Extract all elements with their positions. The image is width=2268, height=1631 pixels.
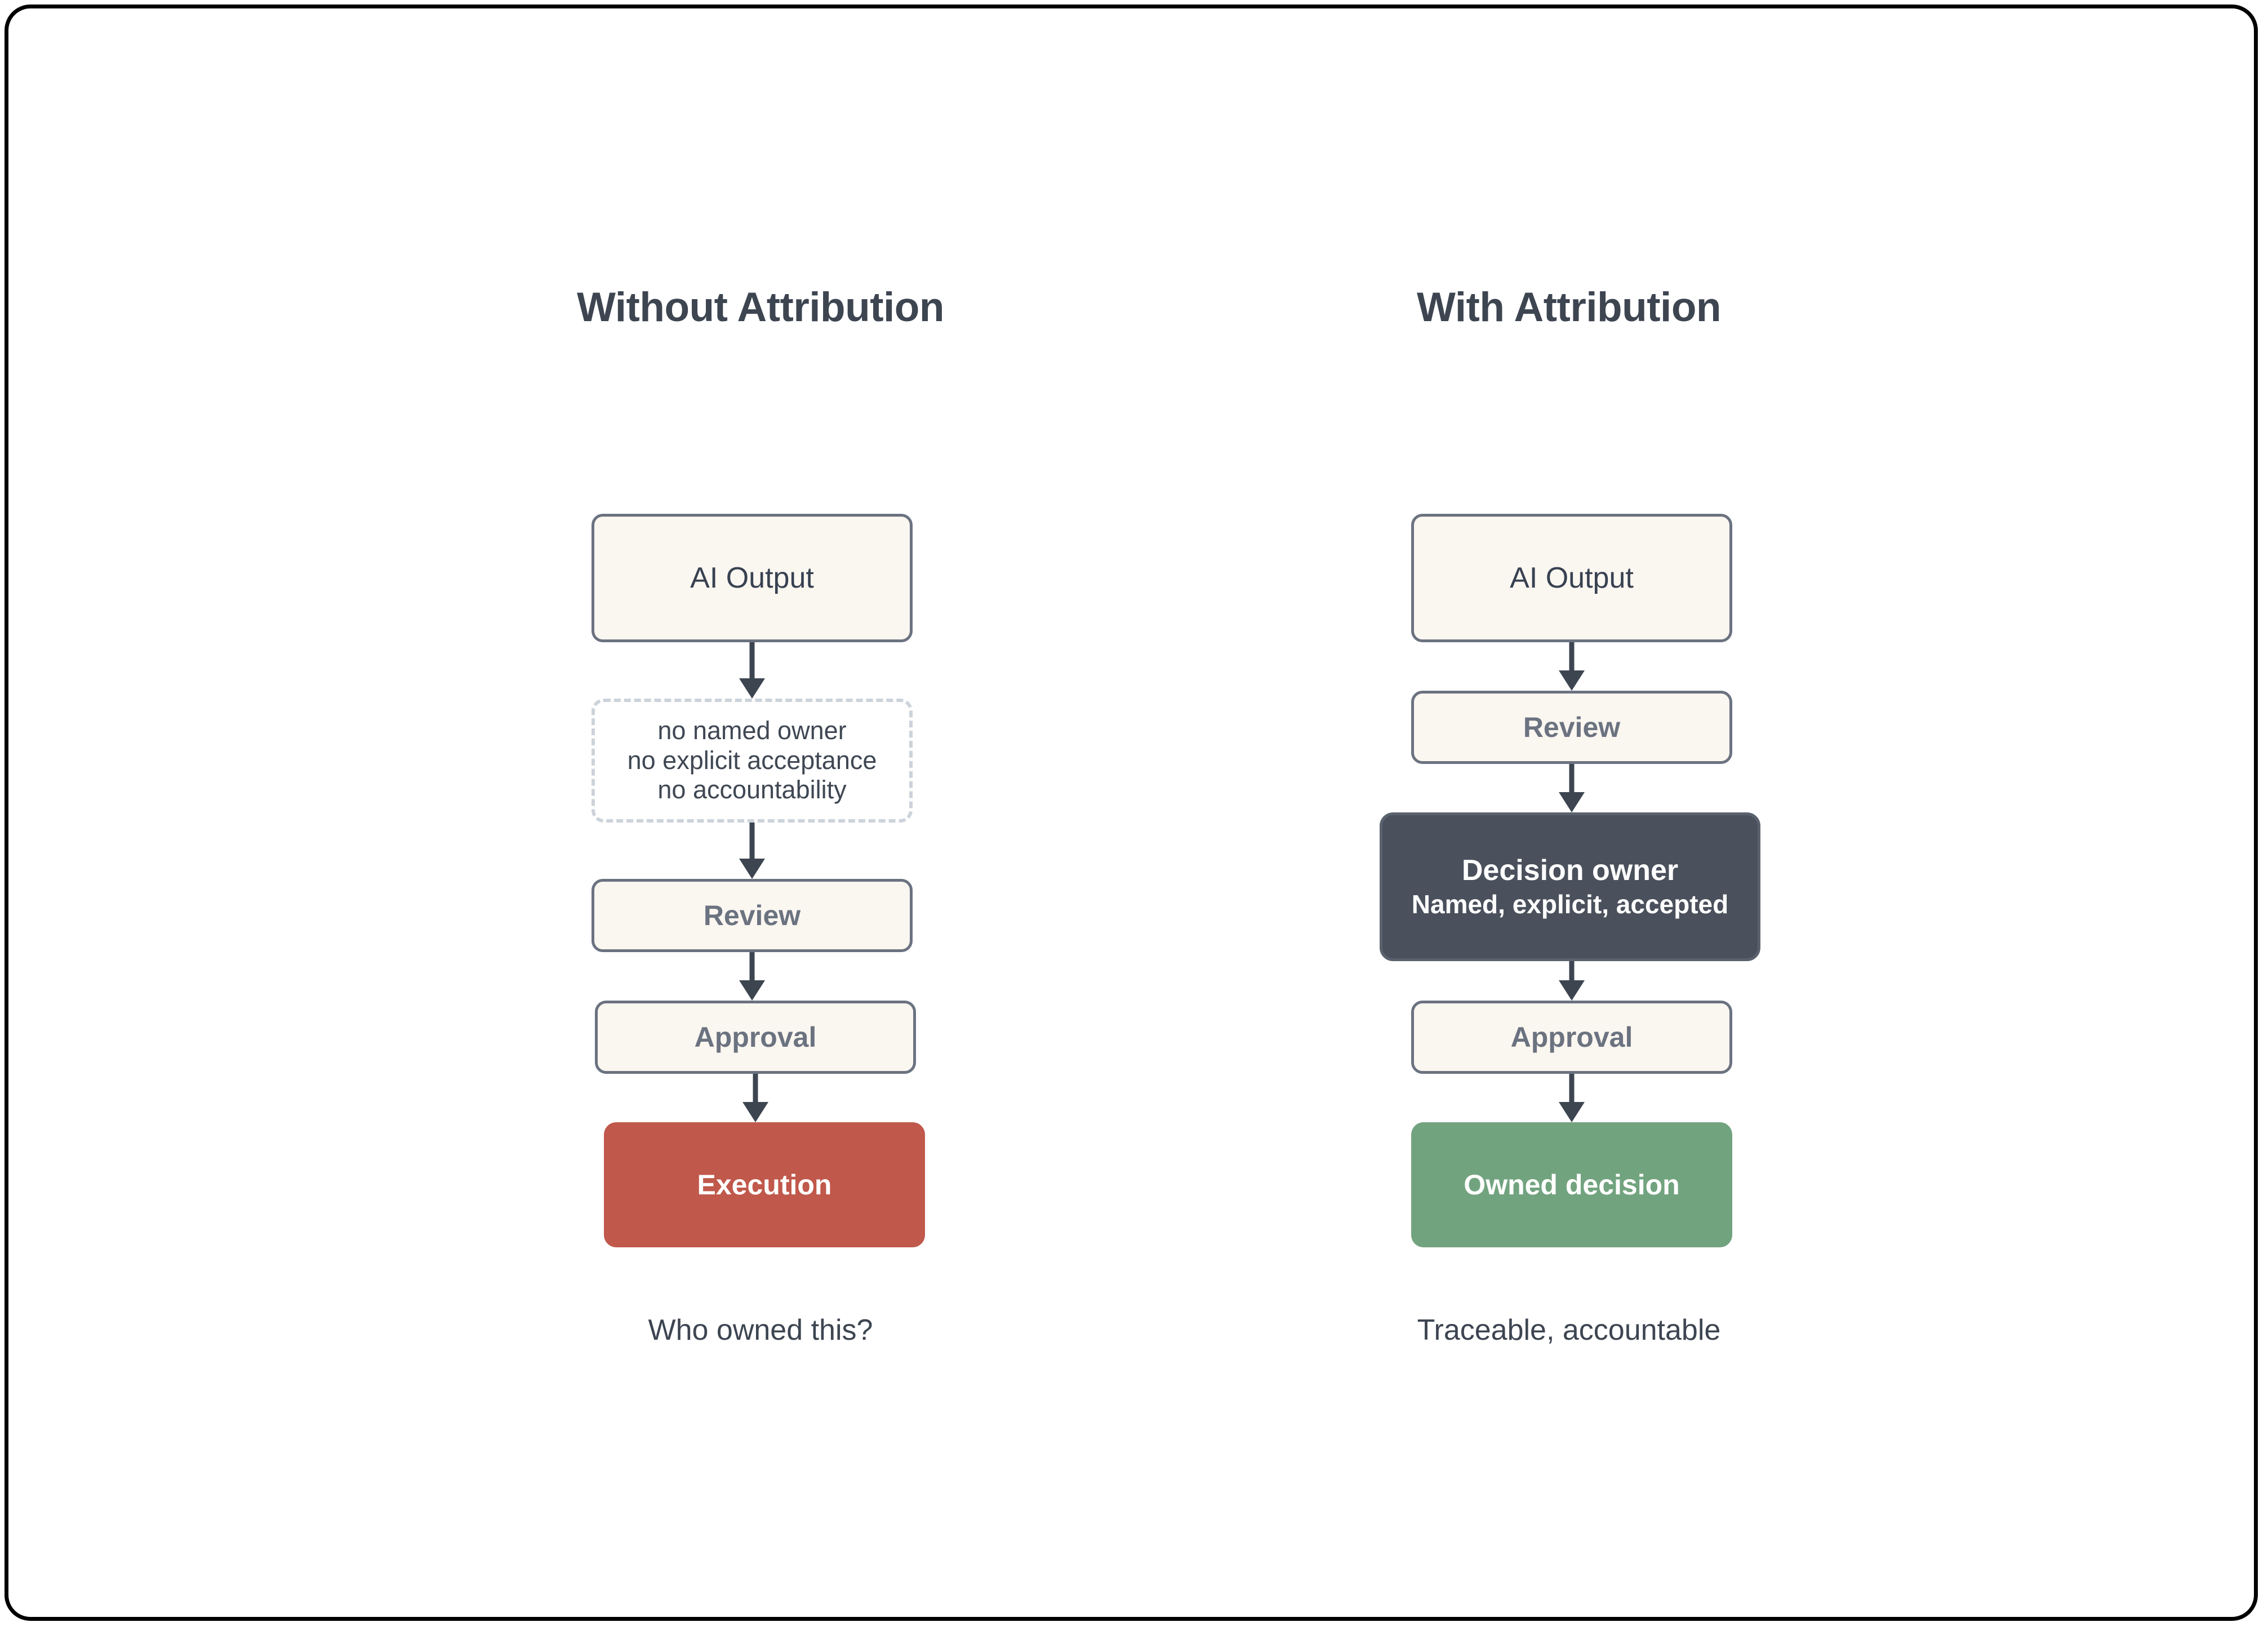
node-decision-owner[interactable]: Decision owner Named, explicit, accepted — [1380, 812, 1760, 961]
gap-note-line-3: no accountability — [657, 775, 847, 805]
decision-owner-subtitle: Named, explicit, accepted — [1411, 890, 1729, 919]
column-title-with-attribution: With Attribution — [1417, 285, 1722, 330]
arrow-connector — [1559, 642, 1585, 691]
node-label: Approval — [1510, 1021, 1633, 1053]
node-review-right[interactable]: Review — [1411, 691, 1732, 764]
node-label: Review — [703, 900, 801, 931]
node-label: AI Output — [1510, 562, 1634, 594]
diagram-frame: Without Attribution AI Output no named o… — [5, 5, 2258, 1621]
node-review-left[interactable]: Review — [592, 879, 913, 952]
node-ai-output-right[interactable]: AI Output — [1411, 514, 1732, 642]
caption-with-attribution: Traceable, accountable — [1417, 1314, 1721, 1346]
arrow-connector — [739, 823, 765, 879]
caption-without-attribution: Who owned this? — [648, 1314, 873, 1346]
node-approval-right[interactable]: Approval — [1411, 1001, 1732, 1074]
node-label: AI Output — [690, 562, 814, 594]
arrow-connector — [1559, 1074, 1585, 1122]
attribution-comparison-diagram: Without Attribution AI Output no named o… — [8, 8, 2254, 1617]
gap-note-line-1: no named owner — [657, 716, 847, 745]
node-execution[interactable]: Execution — [604, 1122, 925, 1247]
decision-owner-title: Decision owner — [1461, 854, 1679, 887]
arrow-connector — [742, 1074, 768, 1122]
column-with-attribution: With Attribution AI Output Review Dec — [1175, 8, 1963, 1617]
node-gap-note: no named owner no explicit acceptance no… — [592, 699, 913, 823]
node-label: Review — [1523, 712, 1621, 743]
arrow-connector — [739, 952, 765, 1001]
node-ai-output-left[interactable]: AI Output — [592, 514, 913, 642]
node-approval-left[interactable]: Approval — [595, 1001, 916, 1074]
arrow-connector — [739, 642, 765, 699]
column-title-without-attribution: Without Attribution — [577, 285, 945, 330]
arrow-connector — [1559, 961, 1585, 1001]
node-owned-decision[interactable]: Owned decision — [1411, 1122, 1732, 1247]
node-label: Execution — [697, 1169, 832, 1201]
node-label: Owned decision — [1464, 1169, 1680, 1201]
arrow-connector — [1559, 764, 1585, 812]
node-label: Approval — [694, 1021, 817, 1053]
gap-note-line-2: no explicit acceptance — [627, 745, 877, 775]
gap-note-lines: no named owner no explicit acceptance no… — [628, 716, 877, 805]
column-without-attribution: Without Attribution AI Output no named o… — [366, 8, 1155, 1617]
